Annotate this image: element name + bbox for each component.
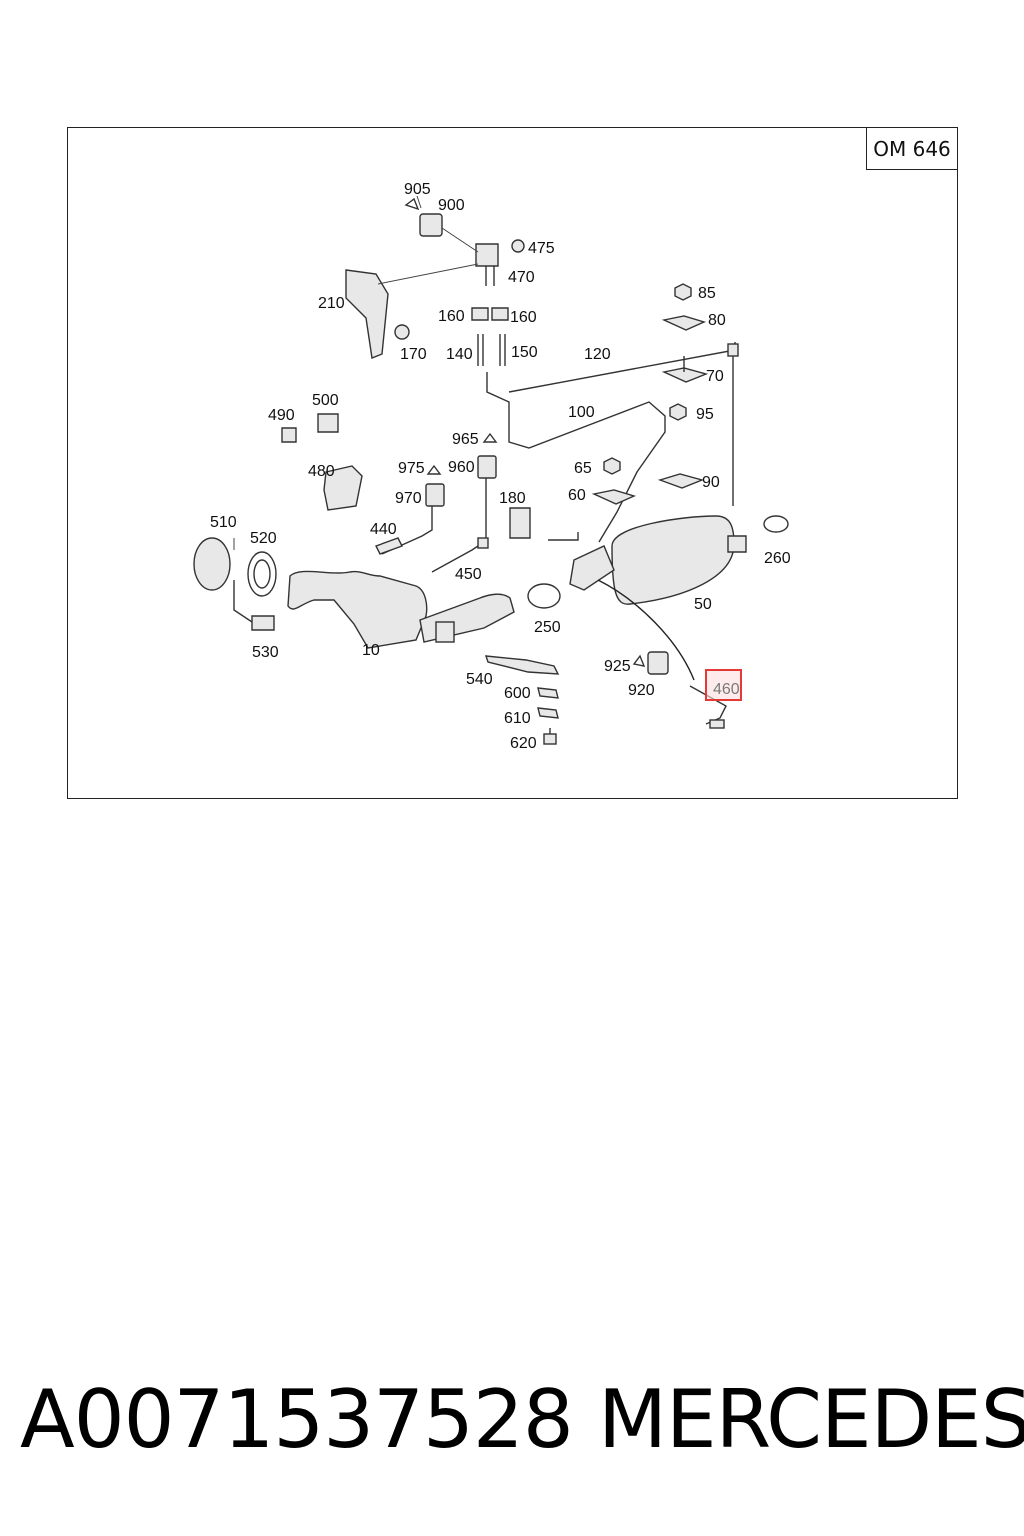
callout-50: 50 [694,596,712,613]
callout-60: 60 [568,487,586,504]
callout-510: 510 [210,514,237,531]
callout-260: 260 [764,550,791,567]
callout-70: 70 [706,368,724,385]
brand-name: MERCEDES [598,1373,1024,1466]
callout-160-left: 160 [438,308,465,325]
callout-975: 975 [398,460,425,477]
callout-900: 900 [438,197,465,214]
callout-520: 520 [250,530,277,547]
callout-450: 450 [455,566,482,583]
exhaust-parts-diagram: 905 900 475 470 210 160 160 170 140 150 … [193,181,791,752]
callout-95: 95 [696,406,714,423]
callout-210: 210 [318,295,345,312]
diagram-frame [67,127,958,799]
part-illustrations [193,197,789,745]
callout-90: 90 [702,474,720,491]
callout-500: 500 [312,392,339,409]
caption: A0071537528 MERCEDES [0,1370,1024,1470]
callout-620: 620 [510,735,537,752]
callout-460: 460 [713,681,740,698]
callout-250: 250 [534,619,561,636]
callout-530: 530 [252,644,279,661]
callout-100: 100 [568,404,595,421]
callout-150: 150 [511,344,538,361]
engine-code-label: OM 646 [866,127,958,170]
callout-920: 920 [628,682,655,699]
callout-10: 10 [362,642,380,659]
callout-960: 960 [448,459,475,476]
callout-905: 905 [404,181,431,198]
callout-600: 600 [504,685,531,702]
callout-80: 80 [708,312,726,329]
highlight-box [705,669,742,701]
part-number: A0071537528 [20,1373,574,1466]
callout-160-right: 160 [510,309,537,326]
callout-475: 475 [528,240,555,257]
callout-140: 140 [446,346,473,363]
callout-labels: 905 900 475 470 210 160 160 170 140 150 … [210,181,791,752]
callout-85: 85 [698,285,716,302]
callout-65: 65 [574,460,592,477]
callout-440: 440 [370,521,397,538]
callout-970: 970 [395,490,422,507]
callout-170: 170 [400,346,427,363]
callout-540: 540 [466,671,493,688]
leader-lines [233,195,479,550]
callout-925: 925 [604,658,631,675]
callout-180: 180 [499,490,526,507]
callout-470: 470 [508,269,535,286]
callout-120: 120 [584,346,611,363]
callout-610: 610 [504,710,531,727]
callout-490: 490 [268,407,295,424]
callout-965: 965 [452,431,479,448]
callout-480: 480 [308,463,335,480]
